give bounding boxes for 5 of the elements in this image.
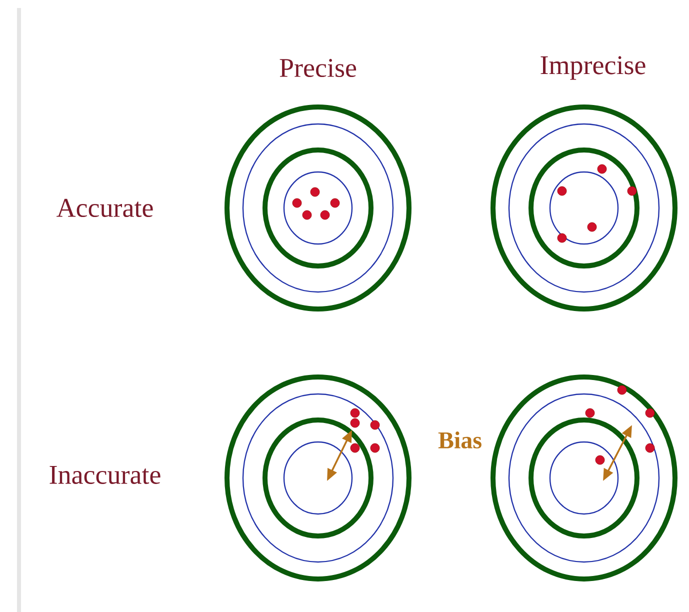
axis-label: Inaccurate xyxy=(50,466,160,484)
axis-label: Bias xyxy=(438,432,482,448)
axis-label: Accurate xyxy=(56,198,153,218)
axis-label: Precise xyxy=(280,58,356,78)
axis-label: Imprecise xyxy=(540,56,646,80)
